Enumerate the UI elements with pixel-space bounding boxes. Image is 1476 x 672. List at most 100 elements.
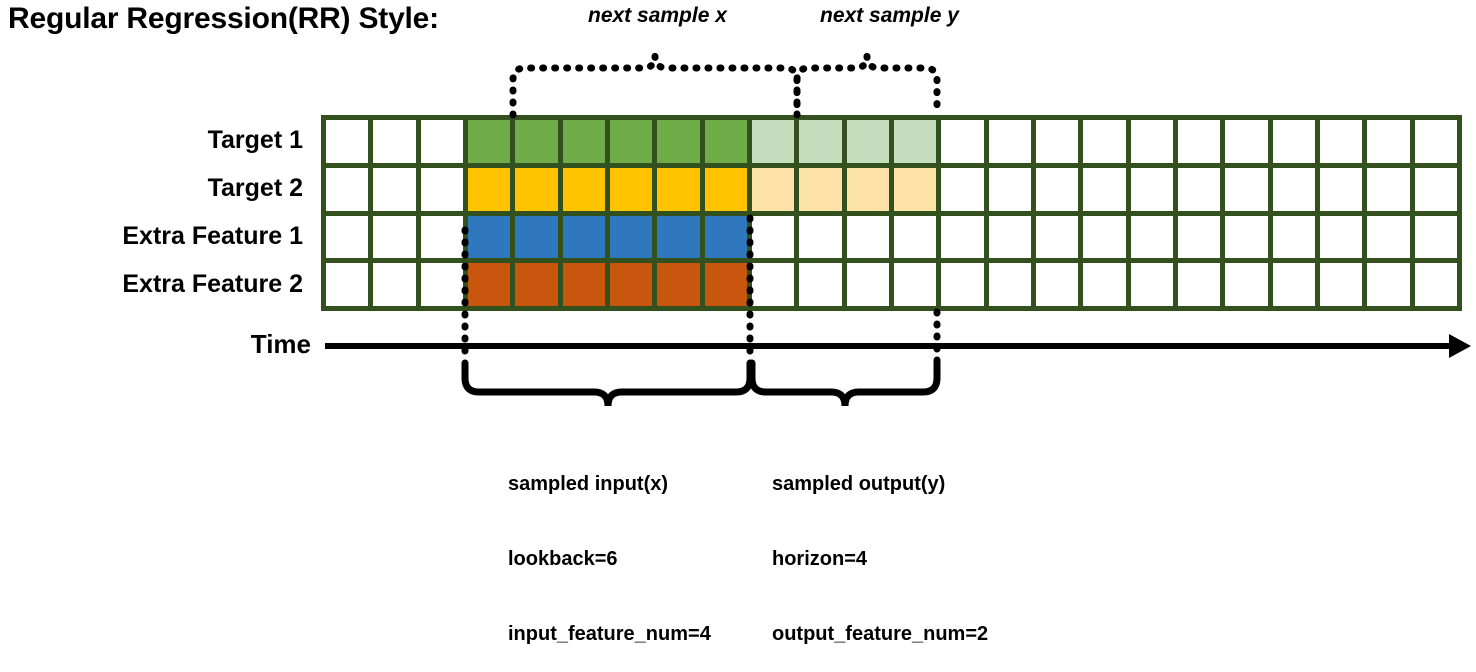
grid-cell — [609, 215, 653, 259]
grid-cell — [373, 263, 416, 306]
grid-cell — [751, 263, 795, 306]
grid-cell — [326, 263, 369, 306]
row-label-column: Target 1 Target 2 Extra Feature 1 Extra … — [0, 116, 312, 308]
grid-cell — [420, 167, 463, 211]
grid-cell — [657, 263, 700, 306]
grid-cell — [1367, 215, 1410, 259]
grid-cell — [751, 167, 795, 211]
grid-cell — [1319, 167, 1363, 211]
grid-cell — [1367, 167, 1410, 211]
grid-cell — [799, 120, 842, 163]
grid-cell — [704, 120, 747, 163]
next-sample-y-label: next sample y — [820, 4, 959, 27]
grid-cell — [515, 263, 558, 306]
grid-cell — [1177, 215, 1221, 259]
grid-cell — [1319, 215, 1363, 259]
grid-cell — [846, 120, 889, 163]
grid-cell — [1035, 215, 1079, 259]
grid-cell — [846, 167, 889, 211]
grid-cell — [988, 167, 1031, 211]
grid-cell — [751, 120, 795, 163]
grid-cell — [988, 215, 1031, 259]
grid-cell — [515, 215, 558, 259]
grid-cell — [1035, 120, 1079, 163]
sampled-input-caption: sampled input(x) lookback=6 input_featur… — [508, 422, 711, 672]
grid-cell — [420, 263, 463, 306]
grid-cell — [1414, 167, 1457, 211]
grid-row-extra-feature-2 — [326, 263, 1457, 306]
grid-cell — [1414, 263, 1457, 306]
page-title: Regular Regression(RR) Style: — [8, 2, 439, 35]
sampled-input-line-2: lookback=6 — [508, 548, 618, 570]
grid-cell — [420, 120, 463, 163]
grid-cell — [1225, 263, 1268, 306]
grid-cell — [893, 215, 937, 259]
grid-cell — [1130, 167, 1173, 211]
grid-cell — [846, 263, 889, 306]
grid-cell — [1035, 263, 1079, 306]
grid-cell — [941, 120, 984, 163]
grid-cell — [1272, 263, 1315, 306]
grid-row-extra-feature-1 — [326, 215, 1457, 259]
grid-row-target-1 — [326, 120, 1457, 163]
grid-cell — [373, 167, 416, 211]
grid-cell — [326, 215, 369, 259]
grid-cell — [799, 215, 842, 259]
grid-cell — [373, 215, 416, 259]
time-axis-label: Time — [250, 329, 311, 359]
timeseries-grid — [321, 115, 1462, 311]
bottom-sample-braces — [461, 214, 941, 407]
grid-cell — [988, 263, 1031, 306]
grid-cell — [467, 263, 511, 306]
grid-cell — [467, 215, 511, 259]
grid-cell — [373, 120, 416, 163]
grid-cell — [1035, 167, 1079, 211]
grid-cell — [1130, 263, 1173, 306]
grid-cell — [799, 167, 842, 211]
time-axis-arrow — [325, 334, 1471, 358]
grid-cell — [420, 215, 463, 259]
grid-cell — [1272, 215, 1315, 259]
grid-cell — [799, 263, 842, 306]
grid-cell — [1177, 120, 1221, 163]
grid-cell — [562, 215, 605, 259]
grid-cell — [846, 215, 889, 259]
grid-cell — [1130, 120, 1173, 163]
grid-cell — [562, 167, 605, 211]
grid-cell — [1177, 167, 1221, 211]
grid-cell — [751, 215, 795, 259]
grid-cell — [893, 167, 937, 211]
next-sample-x-label: next sample x — [588, 4, 727, 27]
grid-cell — [609, 263, 653, 306]
grid-cell — [1367, 263, 1410, 306]
sampled-input-line-1: sampled input(x) — [508, 473, 669, 495]
grid-cell — [657, 120, 700, 163]
grid-cell — [467, 167, 511, 211]
sampled-output-line-1: sampled output(y) — [772, 473, 946, 495]
grid-cell — [1414, 215, 1457, 259]
grid-cell — [941, 167, 984, 211]
grid-cell — [1272, 120, 1315, 163]
grid-cell — [515, 120, 558, 163]
top-sample-braces — [509, 55, 941, 119]
grid-cell — [893, 120, 937, 163]
grid-cell — [1083, 263, 1126, 306]
grid-cell — [1083, 215, 1126, 259]
grid-cell — [657, 215, 700, 259]
sampled-output-line-2: horizon=4 — [772, 548, 868, 570]
grid-cell — [988, 120, 1031, 163]
grid-cell — [1225, 120, 1268, 163]
sampled-output-caption: sampled output(y) horizon=4 output_featu… — [772, 422, 988, 672]
grid-cell — [609, 167, 653, 211]
grid-cell — [704, 167, 747, 211]
grid-cell — [704, 263, 747, 306]
grid-cell — [704, 215, 747, 259]
grid-cell — [1225, 215, 1268, 259]
grid-cell — [467, 120, 511, 163]
grid-cell — [1225, 167, 1268, 211]
row-label-target-1: Target 1 — [207, 126, 303, 154]
grid-cell — [562, 120, 605, 163]
sampled-output-line-3: output_feature_num=2 — [772, 623, 989, 645]
grid-cell — [893, 263, 937, 306]
grid-cell — [657, 167, 700, 211]
